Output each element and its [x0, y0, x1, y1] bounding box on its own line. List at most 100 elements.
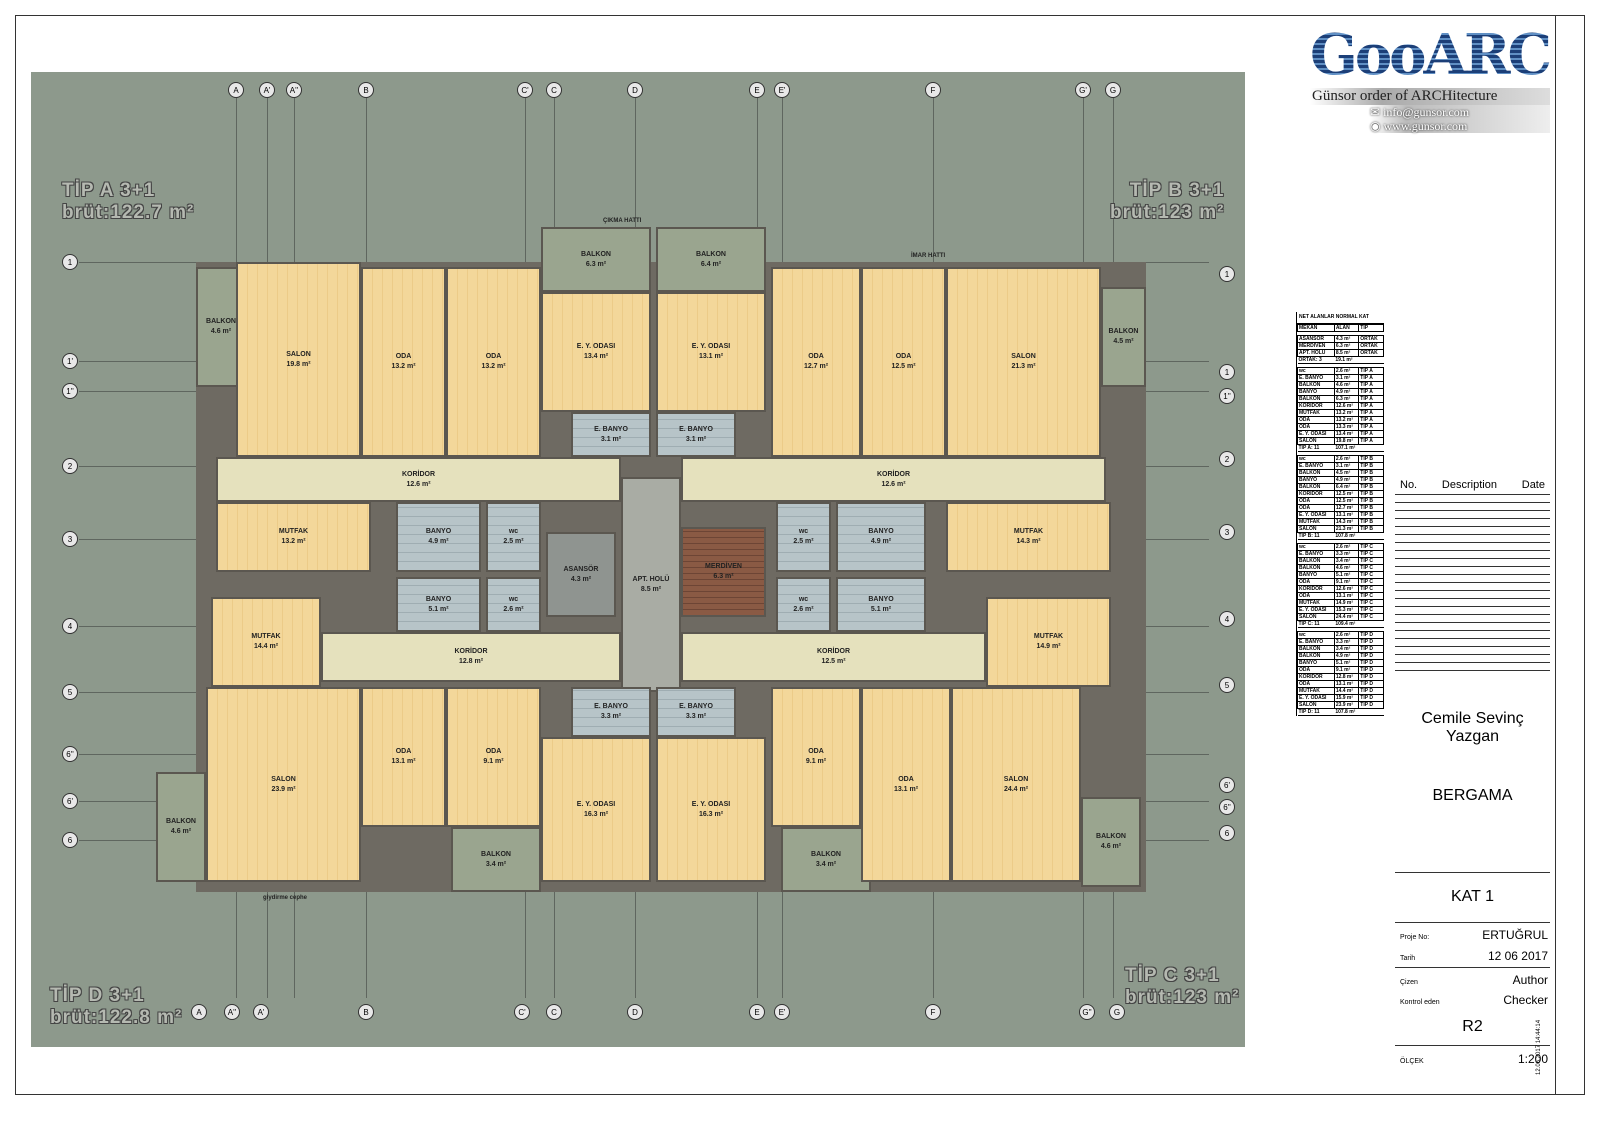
company-logo: GooARCH Günsor order of ARCHitecture ✉ i… [1310, 22, 1600, 142]
grid-bubble: 6' [62, 793, 78, 809]
area-cell: 9.1 m² [1333, 578, 1360, 586]
area-cell: 13.2 m² [1333, 416, 1360, 424]
area-cell: TİP B [1358, 525, 1384, 533]
grid-bubble: 1'' [1219, 388, 1235, 404]
area-cell: 9.1 m² [1333, 666, 1360, 674]
room-name: wc [508, 528, 519, 536]
area-cell: BANYO [1297, 388, 1335, 396]
area-cell: 3.4 m² [1333, 645, 1360, 653]
room: KORİDOR 12.8 m² [321, 632, 621, 682]
grid-bubble: C [546, 82, 562, 98]
revision-row [1395, 543, 1550, 551]
grid-bubble: B [358, 1004, 374, 1020]
area-cell: MUTFAK [1297, 409, 1335, 417]
rev-no-header: No. [1400, 479, 1418, 491]
room-area: 12.8 m² [458, 658, 484, 665]
grid-bubble: 6 [62, 832, 78, 848]
revision-row [1395, 551, 1550, 559]
revision-row [1395, 623, 1550, 631]
revision-row [1395, 503, 1550, 511]
area-cell: TİP D [1358, 638, 1384, 646]
grid-bubble: D [627, 1004, 643, 1020]
area-cell: wc [1297, 631, 1335, 639]
type-gross-area: brüt:123 m² [1125, 987, 1240, 1008]
area-cell: ORTAK [1358, 342, 1384, 350]
grid-bubble: G'' [1079, 1004, 1095, 1020]
area-cell: TİP D [1358, 687, 1384, 695]
area-cell: TİP A [1358, 388, 1384, 396]
area-cell: E. Y. ODASI [1297, 694, 1335, 702]
area-cell: APT. HOLÜ [1297, 349, 1335, 357]
room-area: 14.3 m² [1016, 538, 1041, 545]
area-cell: ODA [1297, 680, 1335, 688]
room-area: 4.9 m² [870, 538, 892, 545]
room-area: 13.2 m² [391, 363, 416, 370]
value: 12 06 2017 [1487, 949, 1548, 963]
room-name: E. BANYO [679, 425, 713, 433]
area-cell: TİP C [1358, 578, 1384, 586]
area-cell: TİP B [1358, 476, 1384, 484]
area-cell: TİP C [1358, 585, 1384, 593]
grid-bubble: 5 [1219, 677, 1235, 693]
area-cell: wc [1297, 367, 1335, 375]
grid-bubble: E' [774, 1004, 790, 1020]
area-cell: 2.6 m² [1333, 367, 1360, 375]
area-cell: TİP B [1358, 469, 1384, 477]
area-cell: ODA [1297, 666, 1335, 674]
room-area: 21.3 m² [1011, 363, 1036, 370]
grid-bubble: 6' [1219, 777, 1235, 793]
room-name: BALKON [206, 318, 236, 326]
area-cell: BALKON [1297, 557, 1335, 565]
room-area: 4.6 m² [170, 828, 192, 835]
area-cell: E. Y. ODASI [1297, 511, 1335, 519]
room-name: KORİDOR [454, 648, 488, 656]
divider [1395, 967, 1550, 968]
area-cell: BANYO [1297, 476, 1335, 484]
area-cell: 8.5 m² [1333, 349, 1360, 357]
total-value: 109.4 m² [1334, 620, 1384, 628]
value: ERTUĞRUL [1482, 928, 1548, 942]
area-cell: ODA [1297, 497, 1335, 505]
divider [1395, 872, 1550, 873]
grid-bubble: 1 [62, 254, 78, 270]
total-label: ORTAK: 3 [1297, 356, 1335, 364]
room-name: ODA [898, 775, 914, 783]
room-area: 13.1 m² [698, 353, 724, 360]
total-value: 107.8 m² [1334, 532, 1384, 540]
area-cell: ODA [1297, 423, 1335, 431]
room-name: KORİDOR [876, 470, 911, 478]
room-name: ODA [808, 748, 824, 756]
area-cell: TİP C [1358, 571, 1384, 579]
grid-bubble: E [749, 82, 765, 98]
total-label: TİP C: 11 [1297, 620, 1335, 628]
area-cell: 4.5 m² [1333, 469, 1360, 477]
area-cell: 5.1 m² [1333, 659, 1360, 667]
room-name: BALKON [1108, 328, 1139, 336]
area-cell: 12.6 m² [1333, 585, 1360, 593]
total-label: TİP B: 11 [1297, 532, 1335, 540]
area-cell: 13.2 m² [1333, 409, 1360, 417]
area-cell: TİP B [1358, 490, 1384, 498]
